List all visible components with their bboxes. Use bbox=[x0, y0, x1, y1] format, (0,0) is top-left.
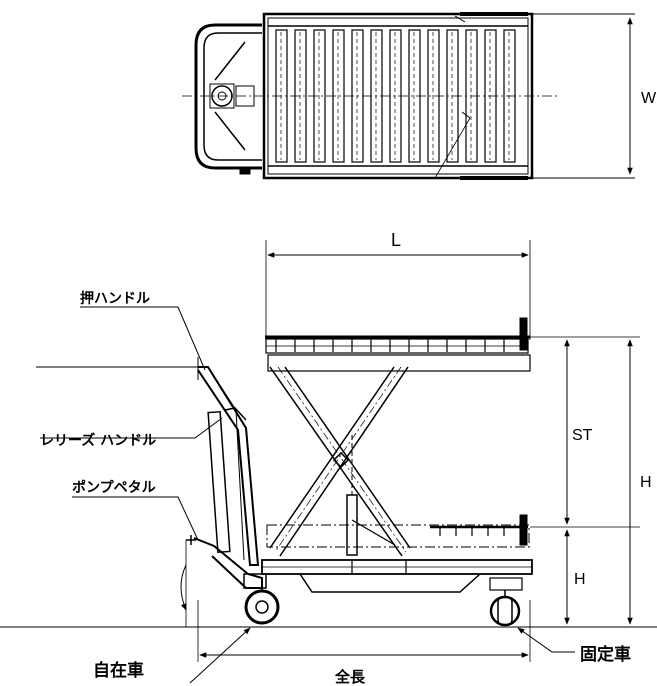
width-label: W bbox=[641, 90, 657, 107]
release-handle-label: レリーズ ハンドル bbox=[40, 432, 156, 449]
height-low-label: H bbox=[574, 571, 586, 588]
pump-pedal-label: ポンプペタル bbox=[72, 479, 156, 496]
height-total-label: H bbox=[640, 474, 652, 491]
side-view bbox=[0, 240, 657, 684]
push-handle-label: 押ハンドル bbox=[80, 290, 150, 307]
overall-length-label: 全長 bbox=[334, 668, 366, 686]
swivel-caster-label: 自在車 bbox=[93, 660, 144, 681]
top-view bbox=[182, 12, 635, 180]
length-label: L bbox=[391, 230, 401, 250]
stroke-label: ST bbox=[572, 427, 593, 444]
fixed-caster-label: 固定車 bbox=[580, 644, 631, 665]
